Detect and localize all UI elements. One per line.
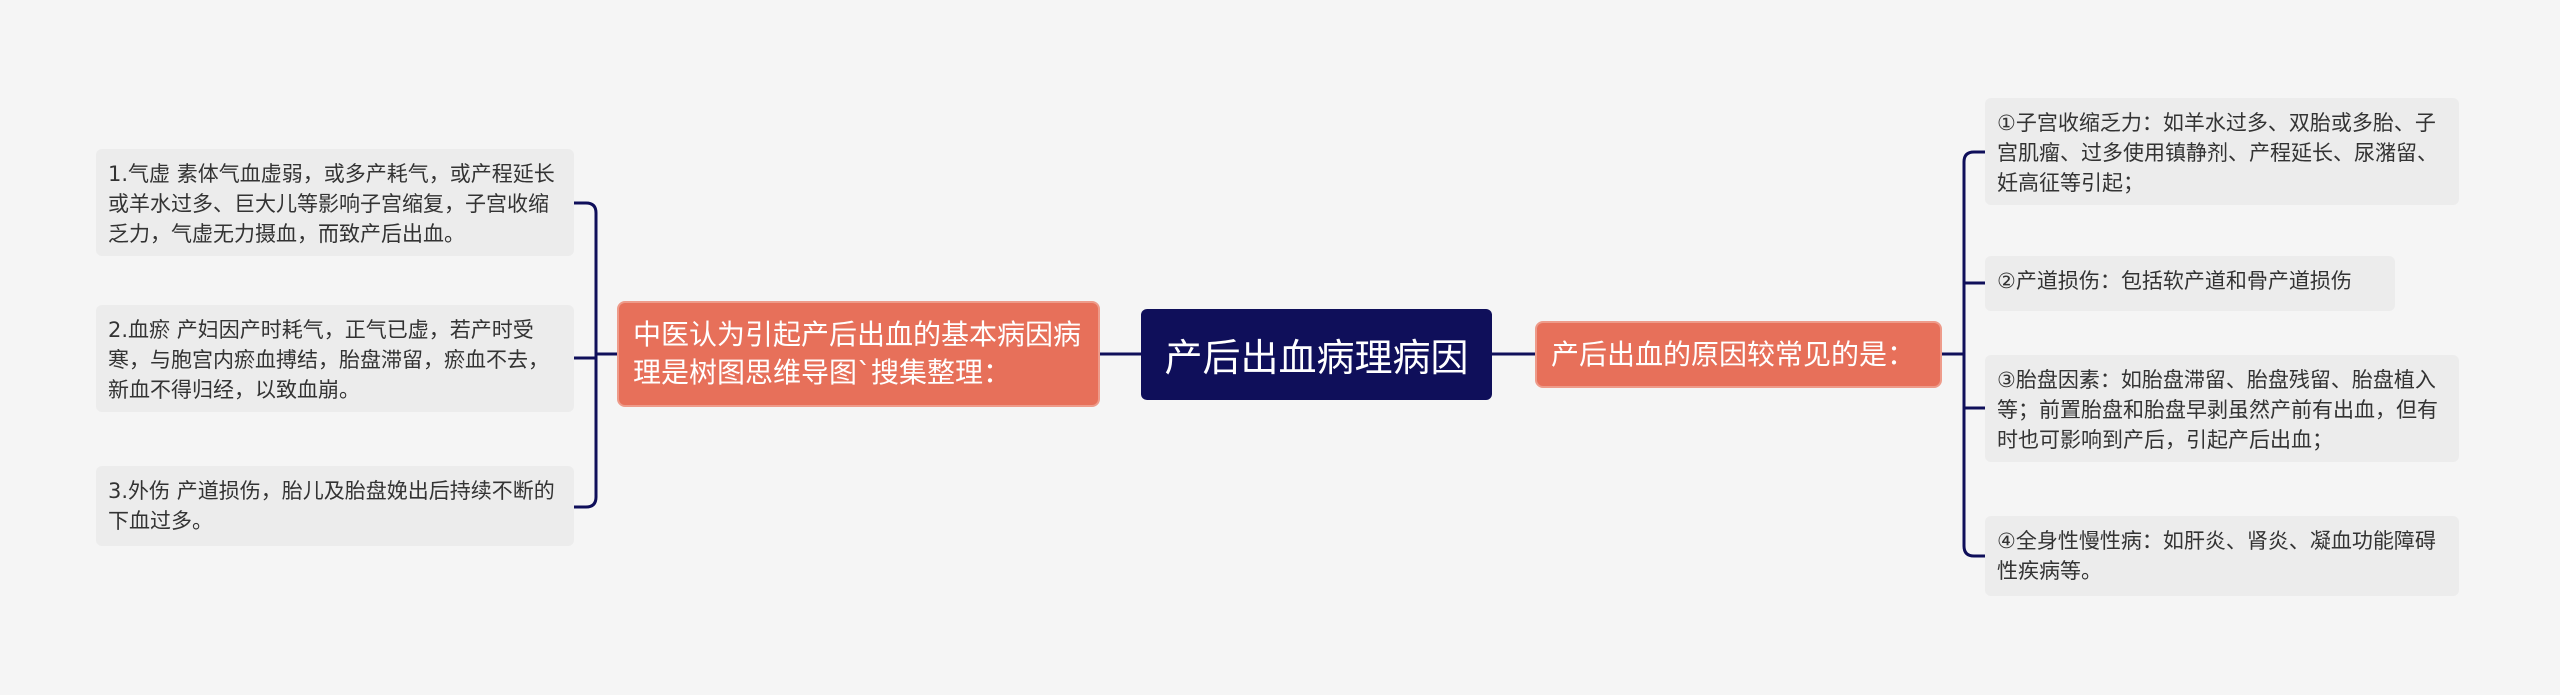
connector-right-bracket <box>1962 150 1987 558</box>
root-node[interactable]: 产后出血病理病因 <box>1141 309 1492 400</box>
left-leaf-text: 3.外伤 产道损伤，胎儿及胎盘娩出后持续不断的下血过多。 <box>108 479 555 533</box>
right-branch-label: 产后出血的原因较常见的是： <box>1551 337 1916 371</box>
left-branch-node[interactable]: 中医认为引起产后出血的基本病因病理是树图思维导图`搜集整理： <box>617 301 1100 407</box>
right-leaf-text: ③胎盘因素：如胎盘滞留、胎盘残留、胎盘植入等；前置胎盘和胎盘早剥虽然产前有出血，… <box>1997 368 2438 452</box>
right-leaf-text: ①子宫收缩乏力：如羊水过多、双胎或多胎、子宫肌瘤、过多使用镇静剂、产程延长、尿潴… <box>1997 111 2438 195</box>
left-leaf-text: 2.血瘀 产妇因产时耗气，正气已虚，若产时受寒，与胞宫内瘀血搏结，胎盘滞留，瘀血… <box>108 318 549 402</box>
right-leaf-chronic-disease[interactable]: ④全身性慢性病：如肝炎、肾炎、凝血功能障碍性疾病等。 <box>1985 516 2459 596</box>
left-leaf-trauma[interactable]: 3.外伤 产道损伤，胎儿及胎盘娩出后持续不断的下血过多。 <box>96 466 574 546</box>
connector-left-bracket <box>572 201 598 509</box>
right-leaf-text: ②产道损伤：包括软产道和骨产道损伤 <box>1997 269 2352 293</box>
right-leaf-birth-canal-injury[interactable]: ②产道损伤：包括软产道和骨产道损伤 <box>1985 256 2395 311</box>
right-leaf-placental-factors[interactable]: ③胎盘因素：如胎盘滞留、胎盘残留、胎盘植入等；前置胎盘和胎盘早剥虽然产前有出血，… <box>1985 355 2459 462</box>
left-branch-label: 中医认为引起产后出血的基本病因病理是树图思维导图`搜集整理： <box>633 318 1082 389</box>
left-leaf-blood-stasis[interactable]: 2.血瘀 产妇因产时耗气，正气已虚，若产时受寒，与胞宫内瘀血搏结，胎盘滞留，瘀血… <box>96 305 574 412</box>
root-label: 产后出血病理病因 <box>1164 336 1469 380</box>
right-leaf-uterine-atony[interactable]: ①子宫收缩乏力：如羊水过多、双胎或多胎、子宫肌瘤、过多使用镇静剂、产程延长、尿潴… <box>1985 98 2459 205</box>
right-branch-node[interactable]: 产后出血的原因较常见的是： <box>1535 321 1942 388</box>
right-leaf-text: ④全身性慢性病：如肝炎、肾炎、凝血功能障碍性疾病等。 <box>1997 529 2436 583</box>
left-leaf-qi-deficiency[interactable]: 1.气虚 素体气血虚弱，或多产耗气，或产程延长或羊水过多、巨大儿等影响子宫缩复，… <box>96 149 574 256</box>
left-leaf-text: 1.气虚 素体气血虚弱，或多产耗气，或产程延长或羊水过多、巨大儿等影响子宫缩复，… <box>108 162 555 246</box>
